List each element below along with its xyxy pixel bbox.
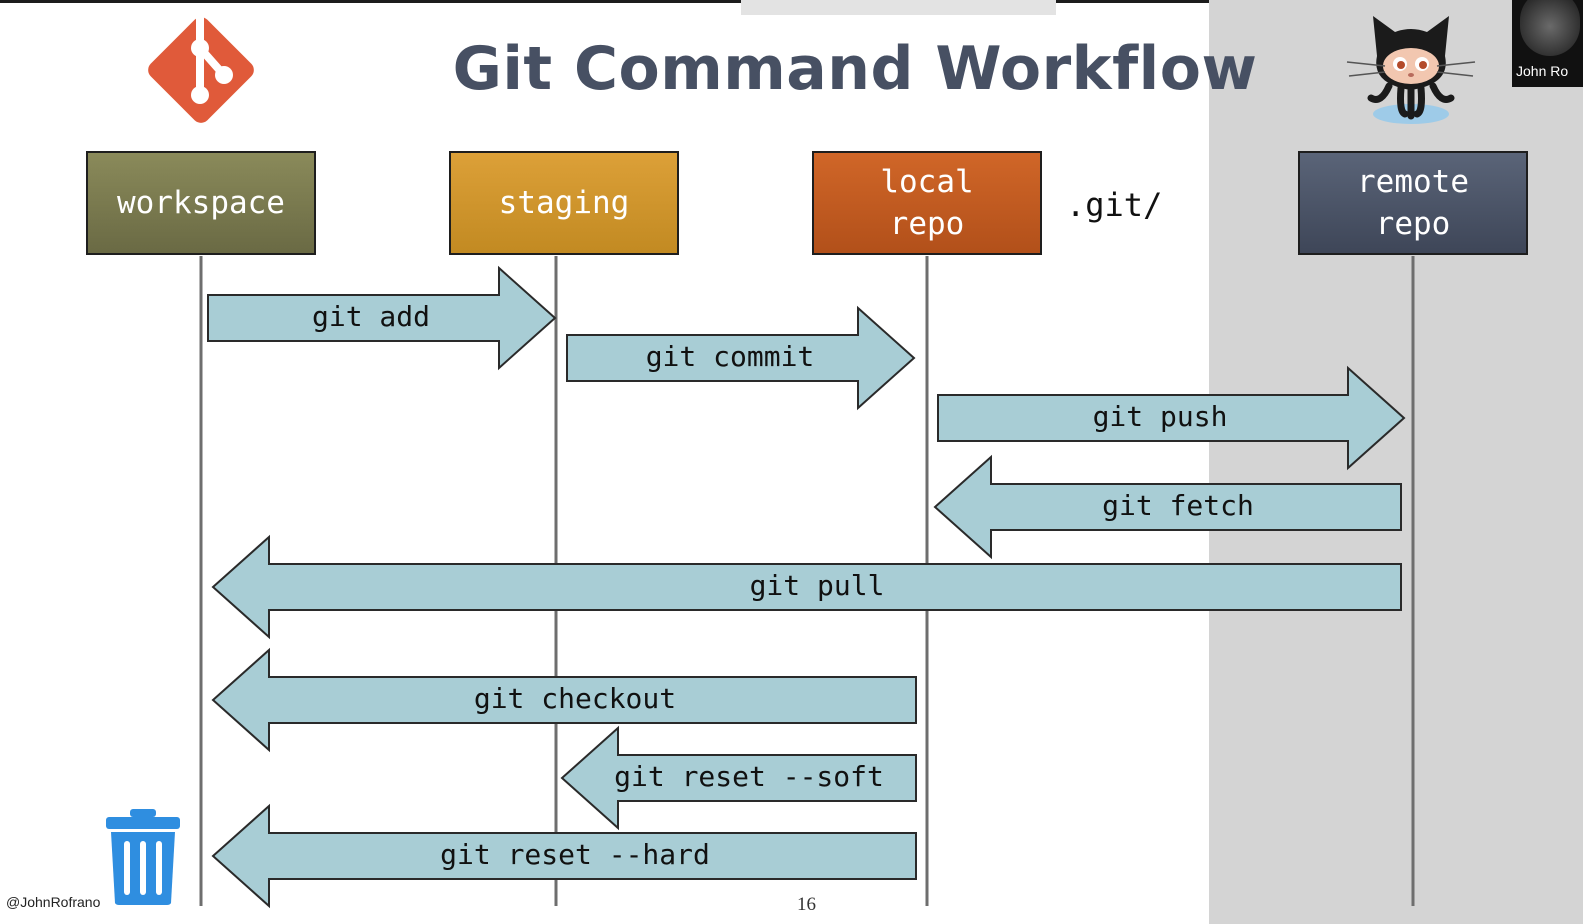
webcam-name: John Ro <box>1516 63 1569 79</box>
local-repo-label: local repo <box>880 164 974 242</box>
command-label: git fetch <box>1102 489 1254 522</box>
remote-repo-box: remote repo <box>1298 151 1528 255</box>
arrow-git-reset-hard <box>211 803 917 909</box>
author-handle: @JohnRofrano <box>6 894 101 910</box>
staging-label: staging <box>498 185 630 221</box>
arrow-git-fetch <box>933 454 1402 560</box>
arrow-git-checkout <box>211 647 917 753</box>
workspace-box: workspace <box>86 151 316 255</box>
arrow-git-pull <box>211 534 1402 640</box>
workspace-label: workspace <box>117 185 285 221</box>
screen-share-bar <box>741 0 1056 15</box>
arrow-git-commit <box>566 305 916 411</box>
command-label: git reset --soft <box>614 760 884 793</box>
remote-repo-label: remote repo <box>1357 164 1469 242</box>
arrow-git-add <box>207 265 557 371</box>
webcam-person <box>1520 0 1580 56</box>
command-label: git reset --hard <box>440 838 710 871</box>
command-label: git commit <box>645 340 815 373</box>
page-number: 16 <box>797 894 816 915</box>
webcam-thumbnail[interactable]: John Ro <box>1512 0 1583 87</box>
git-dir-label: .git/ <box>1066 186 1163 224</box>
command-label: git checkout <box>473 682 677 715</box>
arrow-git-reset-soft <box>560 725 917 831</box>
command-label: git add <box>311 300 430 333</box>
slide-title: Git Command Workflow <box>452 34 1258 104</box>
staging-box: staging <box>449 151 679 255</box>
local-repo-box: local repo <box>812 151 1042 255</box>
command-label: git pull <box>749 569 885 602</box>
arrow-git-push <box>937 365 1406 471</box>
command-label: git push <box>1092 400 1228 433</box>
